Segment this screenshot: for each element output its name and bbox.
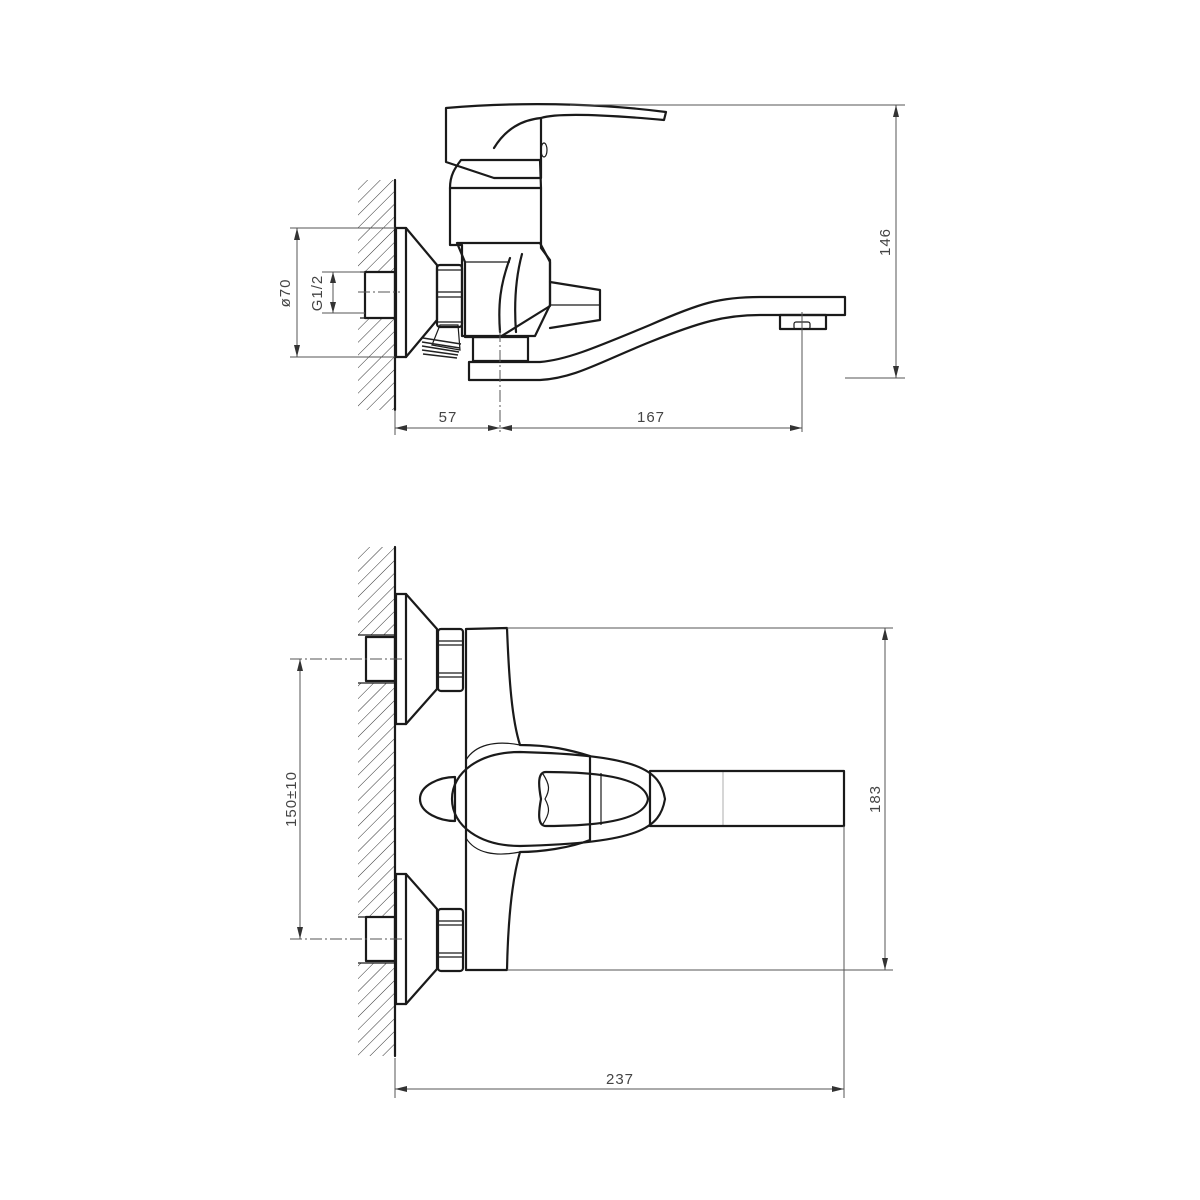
flange-side <box>394 226 439 359</box>
dimension-total-projection: 237 <box>394 826 845 1098</box>
dimension-height: 146 <box>570 104 905 379</box>
dimension-inlet-spacing: 150±10 <box>283 659 303 939</box>
lever-handle-top <box>418 750 667 848</box>
wall-section-top <box>358 545 397 1058</box>
lever-handle-side <box>444 103 668 180</box>
inlet-pipe-side <box>358 270 400 320</box>
dimension-body-height: 183 <box>507 627 893 971</box>
mixer-body-top <box>464 626 592 972</box>
svg-text:237: 237 <box>606 1071 634 1088</box>
svg-text:ø70: ø70 <box>277 279 294 308</box>
spout-top <box>648 769 846 828</box>
svg-text:183: 183 <box>867 785 884 813</box>
svg-text:150±10: 150±10 <box>283 771 300 827</box>
dimension-flange-diameter: ø70 <box>277 227 395 358</box>
top-view: 150±10 183 237 <box>283 545 893 1098</box>
filter-stub-side <box>421 324 462 359</box>
dimension-57: 57 <box>439 409 458 426</box>
dimension-167: 167 <box>637 409 665 426</box>
mixer-body-side <box>448 158 602 363</box>
dimension-horizontal-side: 57 167 <box>394 409 802 435</box>
inlet-upper-top <box>358 592 465 726</box>
hex-nut-side <box>435 263 464 329</box>
spout-side <box>467 295 847 382</box>
dimension-thread: G1/2 <box>309 271 365 314</box>
svg-text:146: 146 <box>877 228 894 256</box>
side-view: ø70 G1/2 57 167 <box>277 103 905 435</box>
wall-section-side <box>358 178 397 412</box>
svg-text:G1/2: G1/2 <box>309 275 326 312</box>
